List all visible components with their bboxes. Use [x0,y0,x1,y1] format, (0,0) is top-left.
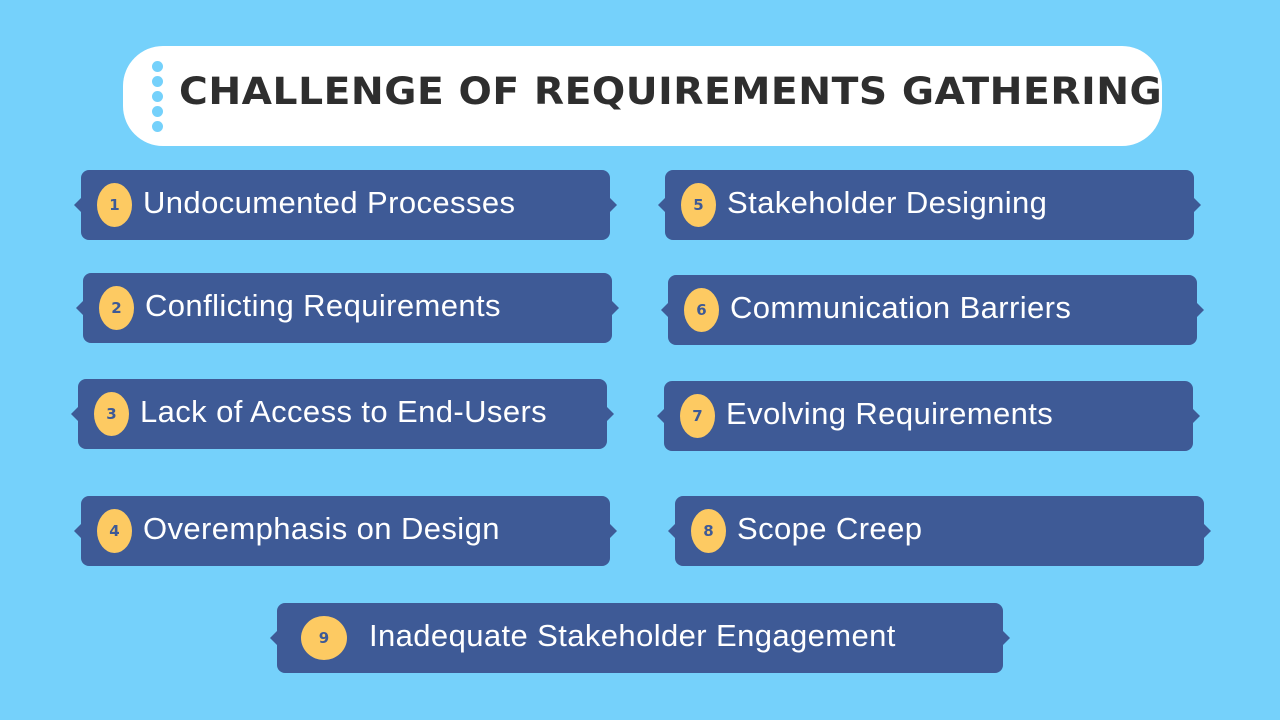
challenge-item: 6 Communication Barriers [661,275,1204,345]
challenge-label: Stakeholder Designing [727,185,1048,220]
number-badge: 7 [680,394,715,438]
challenge-label: Undocumented Processes [143,185,516,220]
page-title: CHALLENGE OF REQUIREMENTS GATHERING [179,70,1163,113]
number-badge: 8 [691,509,726,553]
challenge-label: Communication Barriers [730,290,1072,325]
challenge-item: 8 Scope Creep [668,496,1211,566]
challenge-label: Scope Creep [737,511,923,546]
challenge-item: 9 Inadequate Stakeholder Engagement [270,603,1010,673]
challenge-item: 5 Stakeholder Designing [658,170,1201,240]
challenge-label: Evolving Requirements [726,396,1054,431]
number-badge: 5 [681,183,716,227]
challenge-item: 7 Evolving Requirements [657,381,1200,451]
title-card: CHALLENGE OF REQUIREMENTS GATHERING [123,46,1162,146]
challenge-item: 3 Lack of Access to End-Users [71,379,614,449]
challenge-item: 1 Undocumented Processes [74,170,617,240]
dots-decoration-icon [152,61,164,136]
number-badge: 6 [684,288,719,332]
challenge-item: 4 Overemphasis on Design [74,496,617,566]
number-badge: 3 [94,392,129,436]
number-badge: 1 [97,183,132,227]
number-badge: 4 [97,509,132,553]
number-badge: 9 [301,616,347,660]
challenge-item: 2 Conflicting Requirements [76,273,619,343]
challenge-label: Lack of Access to End-Users [140,394,548,429]
challenge-label: Conflicting Requirements [145,288,501,323]
challenge-label: Inadequate Stakeholder Engagement [369,618,896,653]
challenge-label: Overemphasis on Design [143,511,500,546]
number-badge: 2 [99,286,134,330]
